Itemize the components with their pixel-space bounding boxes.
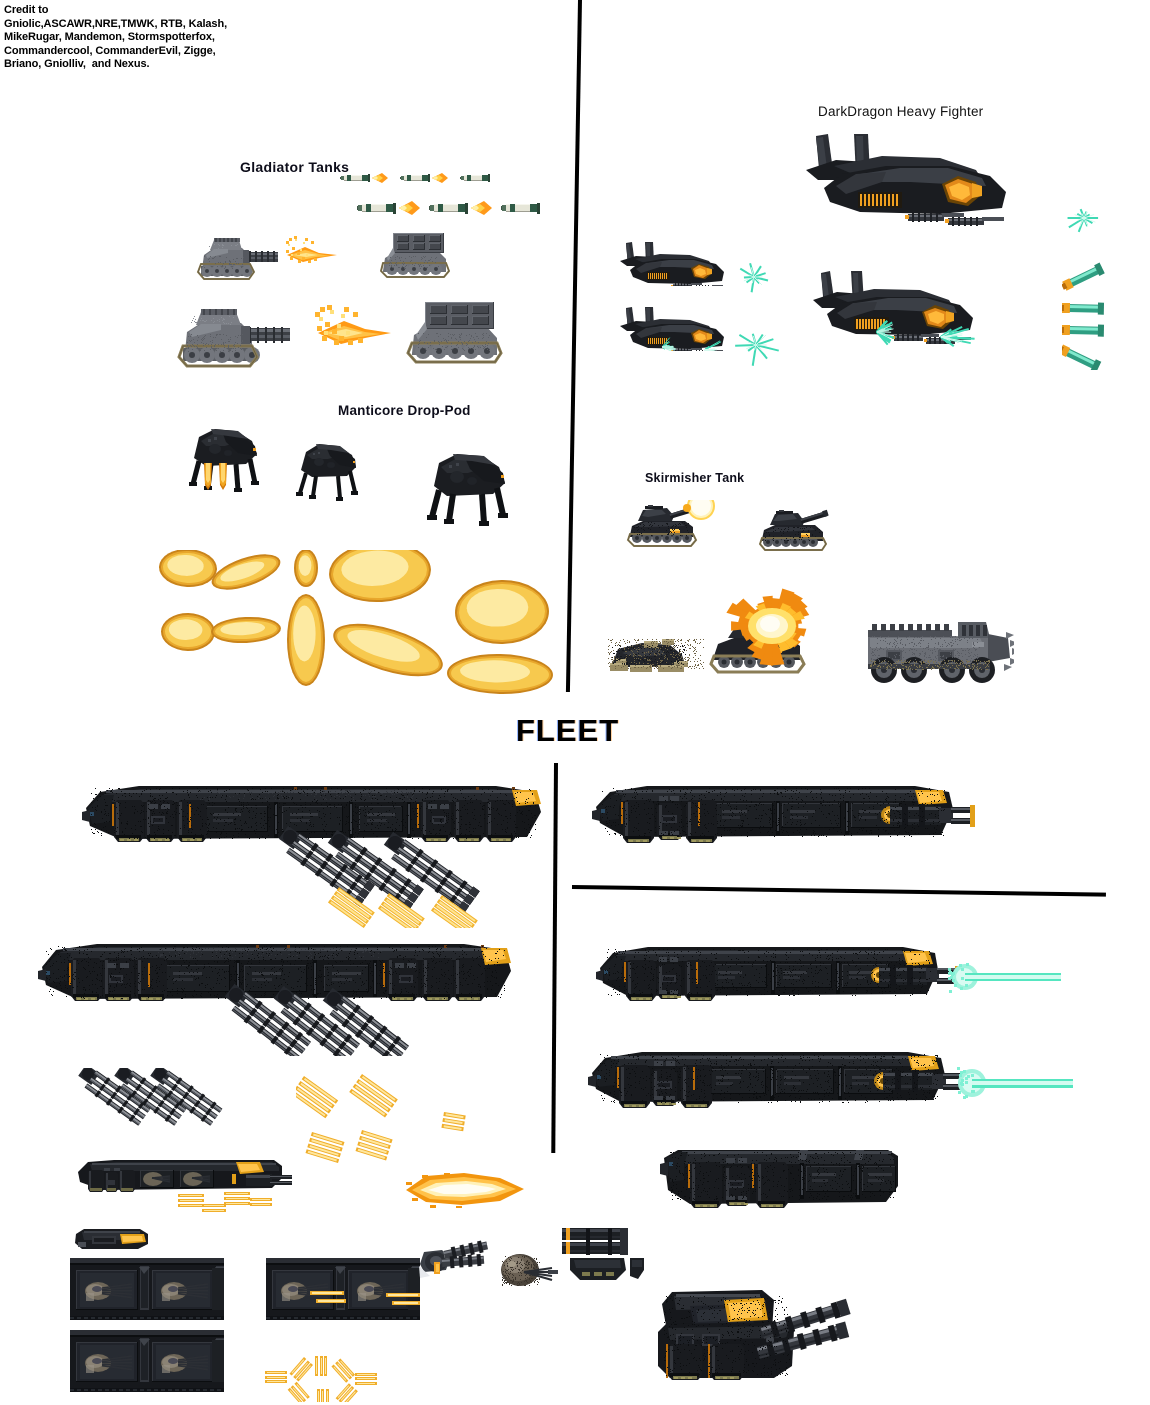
label-manticore-drop-pod: Manticore Drop-Pod	[338, 403, 471, 418]
divider-vertical-fleet	[551, 763, 558, 1153]
label-gladiator-tanks: Gladiator Tanks	[240, 159, 350, 175]
sprite-capital-ship-broadside-idle	[36, 936, 516, 1056]
sprite-plasma-bolt-set	[1062, 200, 1142, 370]
label-skirmisher-tank: Skirmisher Tank	[645, 471, 745, 485]
sprite-darkdragon-fighter-small-a	[612, 240, 732, 286]
credits-heading: Credit to	[4, 4, 49, 16]
sprite-capital-ship-lance-idle	[592, 778, 1082, 905]
sprite-muzzle-flash-small	[284, 236, 348, 279]
sprite-hangar-bay-panel-a	[70, 1258, 224, 1320]
credits-line-4: Briano, Gniolliv, and Nexus.	[4, 58, 150, 70]
sprite-gladiator-missile-tank-small	[372, 228, 470, 287]
sprite-darkdragon-fighter-mid	[800, 268, 984, 368]
sprite-shell-tracer-set	[296, 1070, 476, 1180]
label-darkdragon-heavy-fighter: DarkDragon Heavy Fighter	[818, 104, 984, 119]
sprite-muzzle-flash-large	[313, 305, 407, 369]
label-fleet: FLEET	[516, 713, 620, 748]
sprite-darkdragon-fighter-large	[790, 130, 1020, 255]
credits-line-2: MikeRugar, Mandemon, Stormspotterfox,	[4, 31, 215, 43]
sprite-skirmisher-tank-wreck	[608, 625, 706, 675]
sprite-hull-module-nose	[74, 1228, 152, 1250]
sprite-bow-section-lower	[654, 1286, 854, 1398]
sprite-bow-section-upper	[568, 1258, 646, 1284]
sprite-capital-ship-lance-charging	[596, 940, 1061, 1052]
sprite-escort-frigate	[74, 1158, 294, 1218]
credits-line-1: Gniolic,ASCAWR,NRE,TMWK, RTB, Kalash,	[4, 17, 228, 30]
sprite-skirmisher-tank-exploding	[706, 578, 836, 690]
sprite-muzzle-flash-radial-set	[254, 1332, 384, 1402]
sprite-thruster-plume-set	[158, 550, 578, 700]
sprite-drop-pod-idle	[294, 440, 365, 508]
sprite-skirmisher-tank-firing	[624, 500, 728, 553]
sprite-capital-ship-broadside-firing	[80, 778, 550, 928]
sprite-barrel-pair-module	[562, 1228, 628, 1258]
sprite-drop-pod-thrusters-on	[186, 424, 267, 501]
sprite-engine-pod-module	[660, 1150, 900, 1246]
sprite-drop-pod-large	[424, 448, 516, 536]
sprite-darkdragon-fighter-small-b	[612, 305, 732, 351]
sprite-flame-plume	[404, 1172, 534, 1208]
credits-block: Credit to Gniolic,ASCAWR,NRE,TMWK, RTB, …	[4, 4, 324, 72]
sprite-gladiator-missile-tank-large	[396, 295, 530, 376]
sprite-point-defence-turret	[416, 1236, 492, 1284]
credits-line-3: Commandercool, CommanderEvil, Zigge,	[4, 44, 216, 57]
sprite-sensor-dome-turret	[498, 1250, 560, 1290]
sprite-plasma-burst-set	[726, 255, 796, 375]
sprite-broadside-cannon-bank	[78, 1068, 228, 1158]
sprite-gladiator-tank-large	[176, 303, 301, 377]
sprite-gladiator-tank-small	[196, 234, 286, 287]
sprite-hangar-bay-panel-c	[70, 1330, 224, 1392]
sprite-hangar-bay-panel-b	[266, 1258, 420, 1320]
sprite-armored-transport	[862, 612, 1014, 692]
sprite-skirmisher-tank-idle	[756, 505, 857, 556]
sprite-missile-large-row	[352, 197, 587, 219]
sprite-capital-ship-lance-firing	[588, 1044, 1073, 1160]
sprite-missile-small-row	[336, 170, 536, 186]
